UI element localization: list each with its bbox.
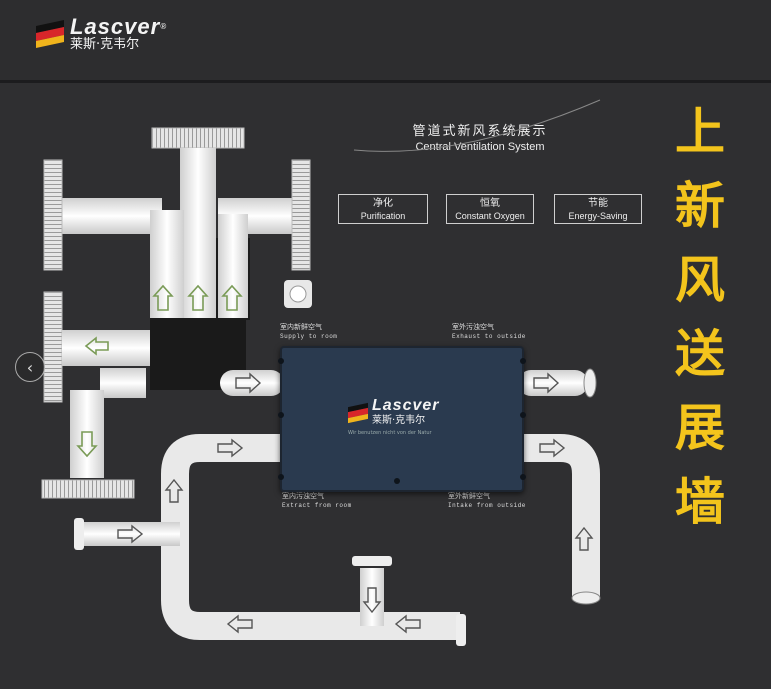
slogan-char: 风	[675, 251, 725, 309]
flow-arrows	[76, 284, 243, 458]
system-title-en: Central Ventilation System	[415, 141, 545, 153]
feature-cn: 恒氧	[480, 198, 500, 209]
unit-logo: Lascver 莱斯·克韦尔	[348, 398, 440, 428]
slogan: 上 新 风 送 展 墙	[660, 95, 740, 539]
feature-purification: 净化 Purification	[338, 194, 428, 224]
ventilation-unit[interactable]: Lascver 莱斯·克韦尔 Wir benutzen nicht von de…	[278, 346, 526, 492]
port-cn: 室外污浊空气	[452, 323, 494, 331]
german-flag-icon	[348, 402, 368, 424]
system-title-cn: 管道式新风系统展示	[412, 124, 548, 139]
feature-cn: 净化	[373, 198, 393, 209]
feature-en: Purification	[360, 211, 406, 221]
slogan-char: 墙	[675, 473, 725, 531]
unit-tagline: Wir benutzen nicht von der Natur	[348, 430, 432, 436]
pipe-exhaust	[518, 370, 588, 396]
system-title: 管道式新风系统展示 Central Ventilation System	[360, 120, 600, 153]
slogan-char: 上	[675, 103, 725, 161]
duct-left-lower	[62, 330, 150, 366]
port-en: Intake from outside	[448, 502, 526, 509]
duct-down	[70, 390, 104, 478]
port-en: Exhaust to outside	[452, 333, 526, 340]
feature-energy-saving: 节能 Energy-Saving	[554, 194, 642, 224]
duct-right-vertical	[218, 214, 248, 318]
port-en: Supply to room	[280, 333, 338, 340]
wall-grille-left-upper	[43, 159, 63, 271]
pipe-branch-up	[360, 568, 384, 626]
port-en: Extract from room	[282, 502, 352, 509]
port-cn: 室内污浊空气	[282, 492, 324, 500]
duct-left-upper	[62, 198, 162, 234]
feature-en: Energy-Saving	[568, 211, 628, 221]
duct-left-lower-2	[100, 368, 146, 398]
floor-grille	[41, 479, 135, 499]
slogan-char: 展	[675, 399, 725, 457]
carousel-prev-button[interactable]: ‹	[15, 352, 45, 382]
pipe-intake	[518, 434, 600, 598]
feature-constant-oxygen: 恒氧 Constant Oxygen	[446, 194, 534, 224]
port-cn: 室内新鲜空气	[280, 323, 322, 331]
port-label-supply: 室内新鲜空气 Supply to room	[280, 323, 337, 341]
wall-grille-right-upper	[291, 159, 311, 271]
duct-left-vertical	[150, 210, 184, 318]
port-label-extract: 室内污浊空气 Extract from room	[282, 492, 352, 510]
feature-cn: 节能	[588, 198, 608, 209]
brand-logo[interactable]: Lascver® 莱斯·克韦尔	[36, 16, 167, 52]
slogan-char: 新	[675, 177, 725, 235]
unit-brand-cn: 莱斯·克韦尔	[372, 415, 426, 426]
unit-brand-en: Lascver	[372, 397, 440, 414]
pipe-branch-left	[80, 522, 180, 546]
port-label-exhaust: 室外污浊空气 Exhaust to outside	[452, 323, 526, 341]
slogan-char: 送	[675, 325, 725, 383]
ceiling-grille-top	[151, 127, 245, 149]
brand-name-cn: 莱斯·克韦尔	[70, 37, 140, 52]
pipe-arrows	[117, 372, 594, 634]
pipe-supply	[220, 370, 284, 396]
port-label-intake: 室外新鲜空气 Intake from outside	[448, 492, 526, 510]
port-cn: 室外新鲜空气	[448, 492, 490, 500]
wall-grille-left-lower	[43, 291, 63, 403]
feature-en: Constant Oxygen	[455, 211, 525, 221]
brand-name-en: Lascver	[70, 14, 161, 39]
duct-vertical-center	[180, 148, 216, 318]
header-bar: Lascver® 莱斯·克韦尔	[0, 0, 771, 83]
registered-mark: ®	[160, 22, 168, 31]
chevron-left-icon: ‹	[26, 357, 34, 377]
